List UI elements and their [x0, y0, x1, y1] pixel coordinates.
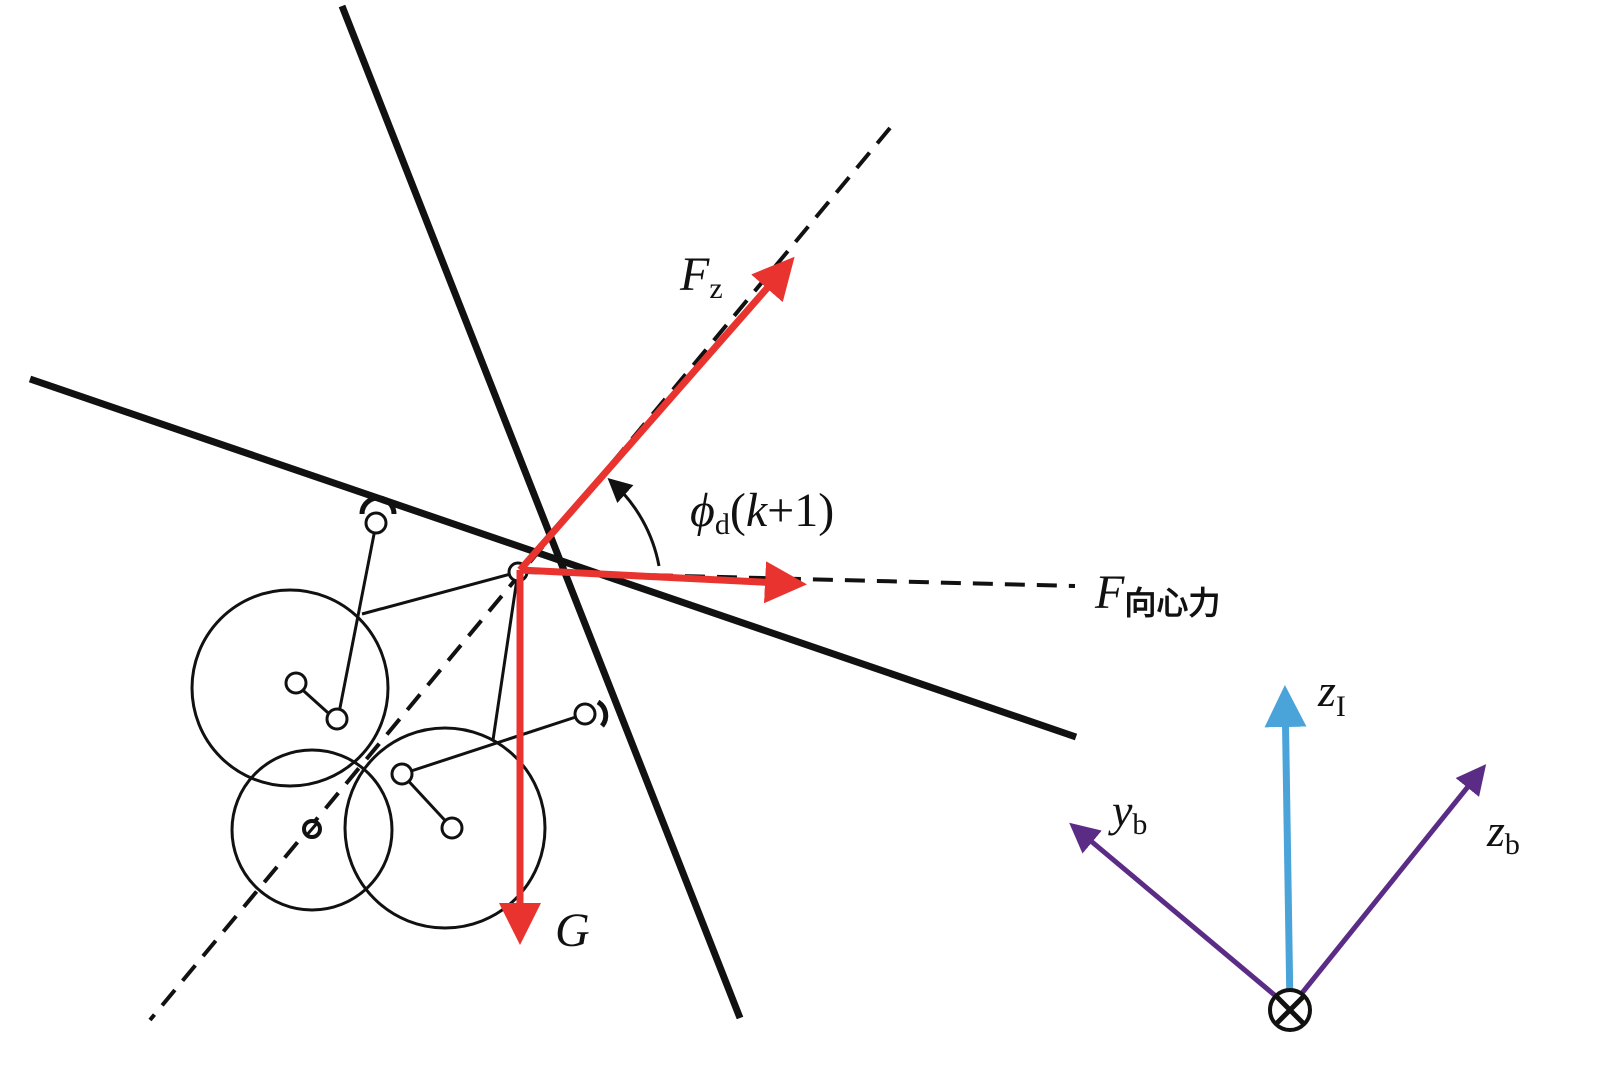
arm-link	[401, 712, 586, 776]
hinge-mark	[359, 495, 397, 515]
thrust-arrow-Fz	[517, 256, 795, 573]
arm-link	[336, 523, 378, 719]
rotor-circle	[230, 748, 394, 912]
out-of-page-axis-icon	[1268, 988, 1312, 1032]
arm-link	[400, 772, 454, 830]
steep-structural-line	[338, 4, 744, 1020]
label-zI: zI	[1317, 665, 1346, 723]
zI-axis-arrow	[1264, 685, 1307, 1009]
label-yb: yb	[1108, 785, 1147, 841]
zb-axis-arrow	[1288, 764, 1487, 1010]
label-centripetal-force: F向心力	[1094, 566, 1220, 622]
shallow-structural-line	[28, 375, 1078, 741]
arm-link	[491, 571, 520, 741]
label-G: G	[555, 904, 590, 957]
joint	[284, 671, 308, 695]
centripetal-force-arrow	[519, 561, 807, 604]
joint	[573, 702, 597, 726]
joint	[390, 762, 414, 786]
quadrotor-body	[190, 523, 586, 930]
joint-slash	[304, 821, 320, 837]
arm-link	[361, 570, 519, 616]
label-phi-d: ϕd(k+1)	[690, 484, 834, 541]
yb-axis-arrow	[1069, 822, 1292, 1010]
hinge-mark	[596, 699, 609, 728]
label-zb: zb	[1486, 805, 1520, 861]
rotor-circle	[190, 588, 390, 788]
joint	[364, 511, 388, 535]
joint	[440, 816, 464, 840]
angle-arc	[607, 477, 661, 567]
label-Fz: Fz	[679, 248, 723, 305]
joint	[325, 707, 349, 731]
rotor-circle	[343, 726, 547, 930]
